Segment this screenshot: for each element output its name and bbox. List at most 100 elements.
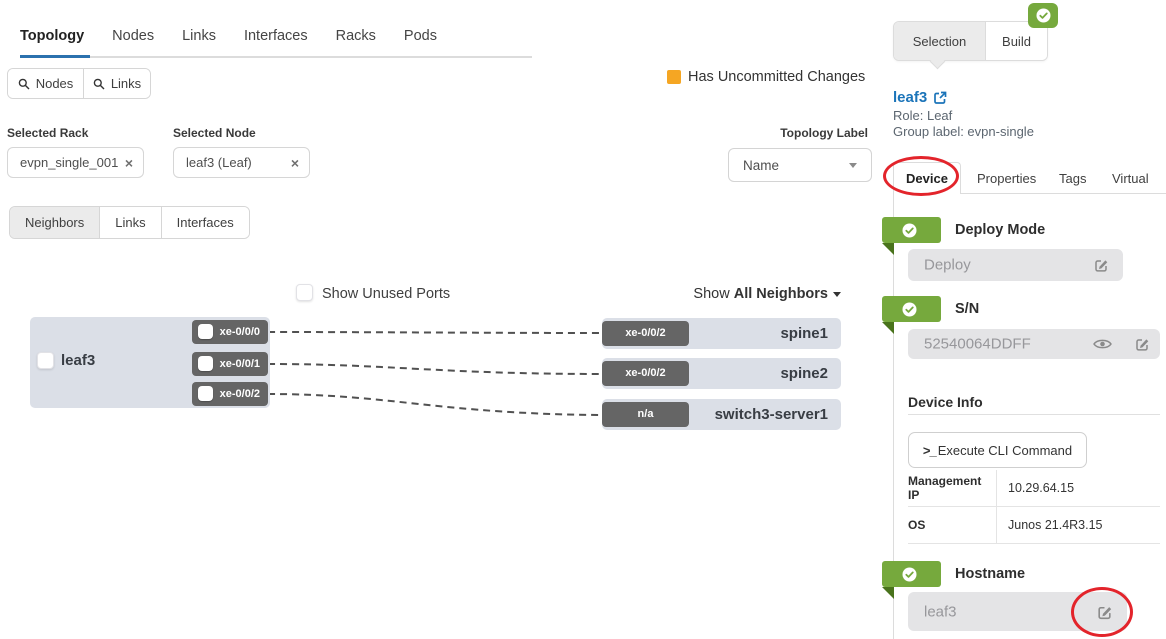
clear-node-icon[interactable]: × bbox=[290, 154, 299, 171]
deploy-mode-value: Deploy bbox=[924, 256, 971, 274]
show-neighbors-value: All Neighbors bbox=[733, 286, 828, 302]
tab-interfaces[interactable]: Interfaces bbox=[243, 28, 308, 44]
neighbor-name: spine2 bbox=[780, 365, 828, 382]
tab-links[interactable]: Links bbox=[182, 28, 216, 44]
port-checkbox[interactable] bbox=[198, 324, 213, 339]
search-nodes-button[interactable]: Nodes bbox=[8, 69, 84, 98]
edit-deploy-icon[interactable] bbox=[1093, 257, 1109, 273]
check-icon bbox=[902, 302, 917, 316]
uncommitted-label: Has Uncommitted Changes bbox=[688, 69, 866, 85]
neighbor-row-spine2[interactable]: xe-0/0/2 spine2 bbox=[602, 358, 841, 389]
external-link-icon bbox=[934, 91, 947, 104]
execute-cli-button[interactable]: >_ Execute CLI Command bbox=[908, 432, 1087, 468]
neighbor-row-spine1[interactable]: xe-0/0/2 spine1 bbox=[602, 318, 841, 349]
tab-properties[interactable]: Properties bbox=[977, 171, 1037, 186]
neighbor-row-switch3-server1[interactable]: n/a switch3-server1 bbox=[602, 399, 841, 430]
row-label: Management IP bbox=[908, 470, 997, 506]
uncommitted-swatch bbox=[667, 70, 681, 84]
neighbor-port-badge: xe-0/0/2 bbox=[602, 321, 689, 346]
device-info-title: Device Info bbox=[908, 394, 983, 410]
search-links-label: Links bbox=[110, 76, 142, 91]
chevron-down-icon bbox=[849, 162, 857, 168]
selected-node-input[interactable]: leaf3 (Leaf) × bbox=[173, 147, 310, 178]
topology-label-dropdown[interactable]: Name bbox=[728, 148, 872, 182]
clear-rack-icon[interactable]: × bbox=[124, 154, 133, 171]
topology-label-caption: Topology Label bbox=[780, 126, 868, 140]
search-icon bbox=[18, 78, 30, 89]
neighbor-name: switch3-server1 bbox=[714, 406, 828, 423]
ribbon-fold bbox=[882, 243, 894, 255]
show-neighbors-prefix: Show bbox=[693, 286, 734, 302]
device-info-divider bbox=[908, 414, 1160, 415]
table-row: OS Junos 21.4R3.15 bbox=[908, 507, 1160, 544]
selected-rack-input[interactable]: evpn_single_001 × bbox=[7, 147, 144, 178]
selected-node-value: leaf3 (Leaf) bbox=[186, 155, 252, 170]
tab-device[interactable]: Device bbox=[893, 162, 961, 194]
port-checkbox[interactable] bbox=[198, 386, 213, 401]
deploy-mode-title: Deploy Mode bbox=[955, 222, 1046, 238]
view-tab-neighbors[interactable]: Neighbors bbox=[10, 207, 101, 238]
hostname-value: leaf3 bbox=[924, 603, 957, 620]
node-group-label-text: Group label: evpn-single bbox=[893, 124, 1034, 139]
port-badge-xe001[interactable]: xe-0/0/1 bbox=[192, 352, 268, 376]
node-leaf3-checkbox[interactable] bbox=[37, 352, 54, 369]
leaf3-link-label: leaf3 bbox=[893, 89, 928, 106]
hostname-field: leaf3 bbox=[908, 592, 1127, 631]
port-badge-xe000[interactable]: xe-0/0/0 bbox=[192, 320, 268, 344]
neighbor-port-badge: n/a bbox=[602, 402, 689, 427]
tab-virtual[interactable]: Virtual bbox=[1112, 171, 1149, 186]
topology-label-value: Name bbox=[743, 157, 780, 173]
row-value: Junos 21.4R3.15 bbox=[1008, 518, 1103, 532]
sn-field: 52540064DDFF bbox=[908, 329, 1160, 359]
deploy-status-ribbon bbox=[882, 217, 941, 243]
port-badge-xe002[interactable]: xe-0/0/2 bbox=[192, 382, 268, 406]
search-button-group: Nodes Links bbox=[7, 68, 151, 99]
search-icon bbox=[93, 78, 105, 89]
sn-title: S/N bbox=[955, 301, 980, 317]
tab-pods[interactable]: Pods bbox=[403, 28, 437, 44]
port-checkbox[interactable] bbox=[198, 356, 213, 371]
tab-tags[interactable]: Tags bbox=[1059, 171, 1087, 186]
panel-divider bbox=[893, 193, 894, 639]
device-info-table: Management IP 10.29.64.15 OS Junos 21.4R… bbox=[908, 470, 1160, 544]
ribbon-fold bbox=[882, 322, 894, 334]
node-leaf3-label: leaf3 bbox=[61, 352, 96, 369]
hostname-status-ribbon bbox=[882, 561, 941, 587]
tab-topology[interactable]: Topology bbox=[20, 28, 85, 44]
ribbon-fold bbox=[882, 587, 894, 599]
device-content-border bbox=[961, 193, 1166, 194]
port-label: xe-0/0/0 bbox=[219, 326, 260, 338]
check-icon bbox=[902, 567, 917, 581]
hostname-title: Hostname bbox=[955, 566, 1026, 582]
show-neighbors-dropdown[interactable]: Show All Neighbors bbox=[640, 286, 841, 302]
active-tab-indicator bbox=[20, 55, 90, 58]
show-unused-ports-checkbox[interactable] bbox=[296, 284, 313, 301]
tab-racks[interactable]: Racks bbox=[335, 28, 376, 44]
port-label: xe-0/0/2 bbox=[219, 388, 260, 400]
view-tab-interfaces[interactable]: Interfaces bbox=[161, 207, 249, 238]
tab-selection[interactable]: Selection bbox=[894, 22, 986, 60]
tabs-underline bbox=[20, 56, 532, 58]
chevron-down-icon bbox=[833, 291, 841, 297]
execute-cli-label: Execute CLI Command bbox=[937, 442, 1073, 458]
eye-icon[interactable] bbox=[1093, 338, 1112, 351]
view-tab-links[interactable]: Links bbox=[100, 207, 162, 238]
build-status-badge bbox=[1028, 3, 1058, 28]
tab-build[interactable]: Build bbox=[986, 22, 1047, 60]
search-links-button[interactable]: Links bbox=[84, 69, 150, 98]
tab-nodes[interactable]: Nodes bbox=[112, 28, 155, 44]
sn-value: 52540064DDFF bbox=[924, 335, 1031, 353]
table-row: Management IP 10.29.64.15 bbox=[908, 470, 1160, 507]
check-icon bbox=[902, 223, 917, 237]
sn-status-ribbon bbox=[882, 296, 941, 322]
selection-build-tabs: Selection Build bbox=[893, 21, 1048, 61]
leaf3-detail-link[interactable]: leaf3 bbox=[893, 89, 947, 106]
edit-hostname-icon[interactable] bbox=[1096, 603, 1113, 620]
deploy-mode-field: Deploy bbox=[908, 249, 1123, 281]
edit-sn-icon[interactable] bbox=[1134, 336, 1150, 352]
row-label: OS bbox=[908, 507, 997, 543]
check-icon bbox=[1036, 8, 1050, 23]
selected-node-label: Selected Node bbox=[173, 126, 256, 140]
neighbor-name: spine1 bbox=[780, 325, 828, 342]
uncommitted-changes-legend: Has Uncommitted Changes bbox=[667, 69, 865, 85]
